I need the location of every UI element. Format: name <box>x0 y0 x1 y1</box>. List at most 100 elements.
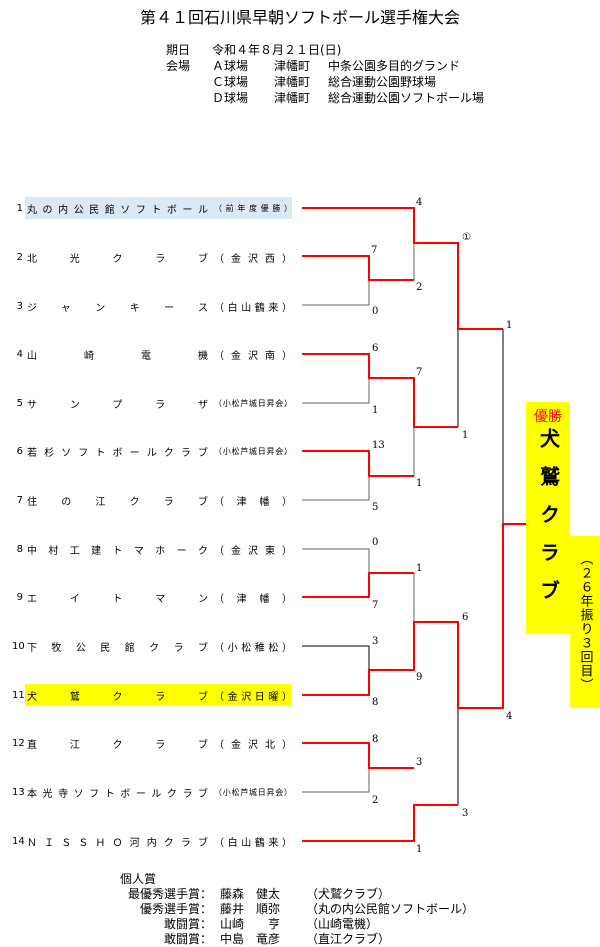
team-entry: 直江クラブ（金沢北） <box>25 732 292 754</box>
team-name: 中村工建トマホーク <box>27 545 208 557</box>
score: 6 <box>462 612 469 623</box>
venue-label: 会場 <box>166 59 191 73</box>
team-entry: 中村工建トマホーク （金沢東） <box>25 538 292 560</box>
team-number: 13 <box>12 786 25 798</box>
score: 5 <box>372 502 379 513</box>
score: 0 <box>372 537 379 548</box>
score: 1 <box>416 563 423 574</box>
team-entry: エイトマン （津幡） <box>25 586 292 608</box>
bracket-line <box>302 768 370 793</box>
team-entry: 北光クラブ （金沢西） <box>25 246 292 268</box>
award-title: 敢闘賞： <box>163 917 212 931</box>
award-winner: 中島 竜彦 <box>220 932 281 946</box>
team-number: 5 <box>16 397 23 409</box>
winning-path <box>302 207 503 330</box>
team-name: 北光クラブ <box>27 253 208 265</box>
score: 7 <box>371 245 378 256</box>
team-affiliation: （金沢西） <box>214 253 292 265</box>
team-name: エイトマン <box>27 593 208 605</box>
winning-path <box>302 804 458 842</box>
venue-place: 総合運動公園ソフトボール場 <box>328 91 485 105</box>
score: 3 <box>372 636 379 647</box>
venue-field: Ｄ球場 <box>212 91 249 105</box>
award-row: 敢闘賞：中島 竜彦（直江クラブ） <box>120 932 474 947</box>
award-winner: 藤森 健太 <box>220 887 281 901</box>
date-label: 期日 <box>166 43 191 57</box>
award-team: （丸の内公民館ソフトボール） <box>306 902 475 916</box>
team-affiliation: （金沢北） <box>214 739 292 751</box>
score: 8 <box>372 734 379 745</box>
award-team: （犬鷲クラブ） <box>306 887 391 901</box>
team-entry: 住の江クラブ（津幡） <box>25 489 292 511</box>
score: 2 <box>372 795 379 806</box>
team-number: 8 <box>16 543 23 555</box>
individual-awards: 個人賞 最優秀選手賞：藤森 健太（犬鷲クラブ）優秀選手賞：藤井 順弥（丸の内公民… <box>120 872 474 947</box>
score: 7 <box>416 367 423 378</box>
team-affiliation: （白山鶴来） <box>214 302 292 314</box>
team-affiliation: （小松芦城日昇会） <box>214 446 292 456</box>
award-row: 最優秀選手賞：藤森 健太（犬鷲クラブ） <box>120 887 474 902</box>
award-title: 敢闘賞： <box>163 932 212 946</box>
champion-box: 優勝 犬鷲クラブ <box>526 402 570 634</box>
team-number: 10 <box>12 640 25 652</box>
team-name: 住の江クラブ <box>27 496 208 508</box>
score: 13 <box>372 440 385 451</box>
score: 3 <box>416 757 423 768</box>
team-number: 14 <box>12 835 25 847</box>
team-affiliation: （津幡） <box>214 593 292 605</box>
team-entry: 若杉ソフトボールクラブ（小松芦城日昇会） <box>25 440 292 462</box>
winning-path <box>302 353 458 428</box>
score: 1 <box>416 844 423 855</box>
event-date: 令和４年８月２１日(日) <box>212 43 342 57</box>
score: 4 <box>416 197 423 208</box>
team-number: 12 <box>12 737 25 749</box>
team-entry: ＮＩＳＳＨＯ河内クラブ（白山鶴来） <box>25 830 292 852</box>
score: 9 <box>416 672 423 683</box>
team-affiliation: （小松芦城日昇会） <box>214 787 292 797</box>
score: 8 <box>372 697 379 708</box>
page-title: 第４１回石川県早朝ソフトボール選手権大会 <box>139 8 460 27</box>
award-title: 優秀選手賞： <box>139 902 212 916</box>
champion-name: 犬鷲クラブ <box>536 428 561 618</box>
winning-path <box>302 742 414 769</box>
team-entry: 本光寺ソフトボールクラブ（小松芦城日昇会） <box>25 781 292 803</box>
team-affiliation: （小松稚松） <box>214 642 292 654</box>
team-name: 丸の内公民館ソフトボール <box>27 204 208 216</box>
bracket-line <box>302 645 370 670</box>
winning-path <box>302 255 414 281</box>
award-row: 敢闘賞：山崎 亨（山崎電機） <box>120 917 474 932</box>
champion-label: 優勝 <box>534 409 562 425</box>
score: 3 <box>462 808 469 819</box>
winning-path <box>302 523 526 709</box>
team-entry: 丸の内公民館ソフトボール（前年度優勝） <box>25 197 292 219</box>
bracket-line <box>302 476 370 501</box>
champion-note: （２６年振り３回目） <box>570 536 600 708</box>
bracket-line <box>302 548 370 573</box>
bracket-line <box>302 280 370 306</box>
team-number: 7 <box>16 494 23 506</box>
team-name: サンプラザ <box>27 399 208 411</box>
team-number: 4 <box>16 348 23 360</box>
score: 4 <box>506 711 513 722</box>
score: 2 <box>416 282 423 293</box>
score: 0 <box>372 306 379 317</box>
team-number: 6 <box>16 445 23 457</box>
team-entry: ジャンキース（白山鶴来） <box>25 295 292 317</box>
score: 1 <box>506 320 513 331</box>
team-affiliation: （金沢東） <box>214 545 292 557</box>
score: 1 <box>416 478 423 489</box>
winning-path <box>302 450 414 477</box>
venue-town: 津幡町 <box>274 75 311 89</box>
score: 6 <box>372 343 379 354</box>
